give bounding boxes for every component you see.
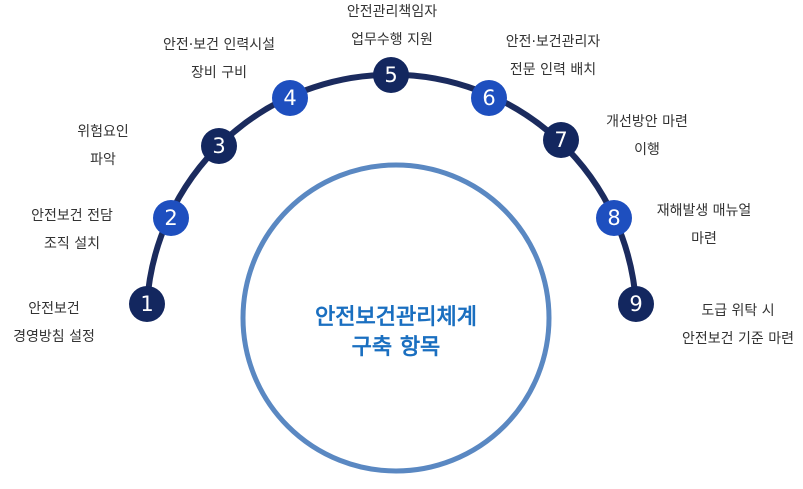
step-4-label-line2: 장비 구비 — [191, 65, 247, 81]
step-node-circle — [129, 286, 165, 322]
step-9-label-line2: 안전보건 기준 마련 — [682, 331, 794, 347]
step-1-label: 안전보건 경영방침 설정 — [13, 295, 95, 351]
step-node-number: 4 — [283, 86, 296, 110]
step-node-4: 4 — [272, 80, 308, 116]
step-node-number: 8 — [607, 206, 620, 230]
step-7-label-line2: 이행 — [634, 142, 660, 158]
step-node-number: 5 — [384, 63, 397, 87]
center-title: 안전보건관리체계 구축 항목 — [315, 303, 477, 363]
step-6-label: 안전·보건관리자 전문 인력 배치 — [506, 28, 601, 84]
step-2-label: 안전보건 전담 조직 설치 — [31, 202, 113, 258]
step-9-label-line1: 도급 위탁 시 — [701, 303, 775, 319]
step-node-number: 9 — [629, 292, 642, 316]
step-2-label-line1: 안전보건 전담 — [31, 208, 113, 224]
step-node-8: 8 — [596, 200, 632, 236]
step-node-circle — [201, 128, 237, 164]
step-node-number: 1 — [140, 292, 153, 316]
step-node-1: 1 — [129, 286, 165, 322]
step-node-3: 3 — [201, 128, 237, 164]
step-8-label: 재해발생 매뉴얼 마련 — [657, 197, 752, 253]
step-node-circle — [471, 80, 507, 116]
step-1-label-line1: 안전보건 — [28, 301, 80, 317]
step-8-label-line2: 마련 — [691, 231, 717, 247]
step-node-circle — [373, 57, 409, 93]
center-circle — [240, 162, 552, 474]
step-5-label-line2: 업무수행 지원 — [351, 32, 433, 48]
step-node-number: 2 — [164, 206, 177, 230]
step-node-9: 9 — [618, 286, 654, 322]
step-5-label-line1: 안전관리책임자 — [346, 4, 438, 20]
step-6-label-line2: 전문 인력 배치 — [509, 62, 597, 78]
step-node-6: 6 — [471, 80, 507, 116]
step-2-label-line2: 조직 설치 — [44, 236, 100, 252]
step-node-7: 7 — [543, 122, 579, 158]
step-8-label-line1: 재해발생 매뉴얼 — [656, 203, 752, 219]
step-node-5: 5 — [373, 57, 409, 93]
step-node-2: 2 — [153, 200, 189, 236]
step-node-number: 6 — [482, 86, 495, 110]
step-node-circle — [596, 200, 632, 236]
step-node-circle — [618, 286, 654, 322]
step-9-label: 도급 위탁 시 안전보건 기준 마련 — [682, 297, 794, 353]
step-node-number: 7 — [554, 128, 567, 152]
step-node-number: 3 — [212, 134, 225, 158]
step-7-label: 개선방안 마련 이행 — [606, 108, 688, 164]
step-3-label: 위험요인 파악 — [77, 118, 129, 174]
step-3-label-line2: 파악 — [90, 152, 116, 168]
step-nodes: 1 2 3 4 5 6 7 8 9 — [129, 57, 654, 322]
step-node-circle — [543, 122, 579, 158]
center-title-line2: 구축 항목 — [351, 335, 441, 360]
step-7-label-line1: 개선방안 마련 — [606, 114, 688, 130]
step-node-circle — [153, 200, 189, 236]
step-4-label: 안전·보건 인력시설 장비 구비 — [163, 31, 275, 87]
step-3-label-line1: 위험요인 — [77, 124, 129, 140]
step-4-label-line1: 안전·보건 인력시설 — [163, 37, 275, 53]
step-6-label-line1: 안전·보건관리자 — [505, 34, 601, 50]
center-title-line1: 안전보건관리체계 — [315, 305, 477, 330]
step-5-label: 안전관리책임자 업무수행 지원 — [347, 0, 437, 54]
step-node-circle — [272, 80, 308, 116]
step-1-label-line2: 경영방침 설정 — [13, 329, 95, 345]
